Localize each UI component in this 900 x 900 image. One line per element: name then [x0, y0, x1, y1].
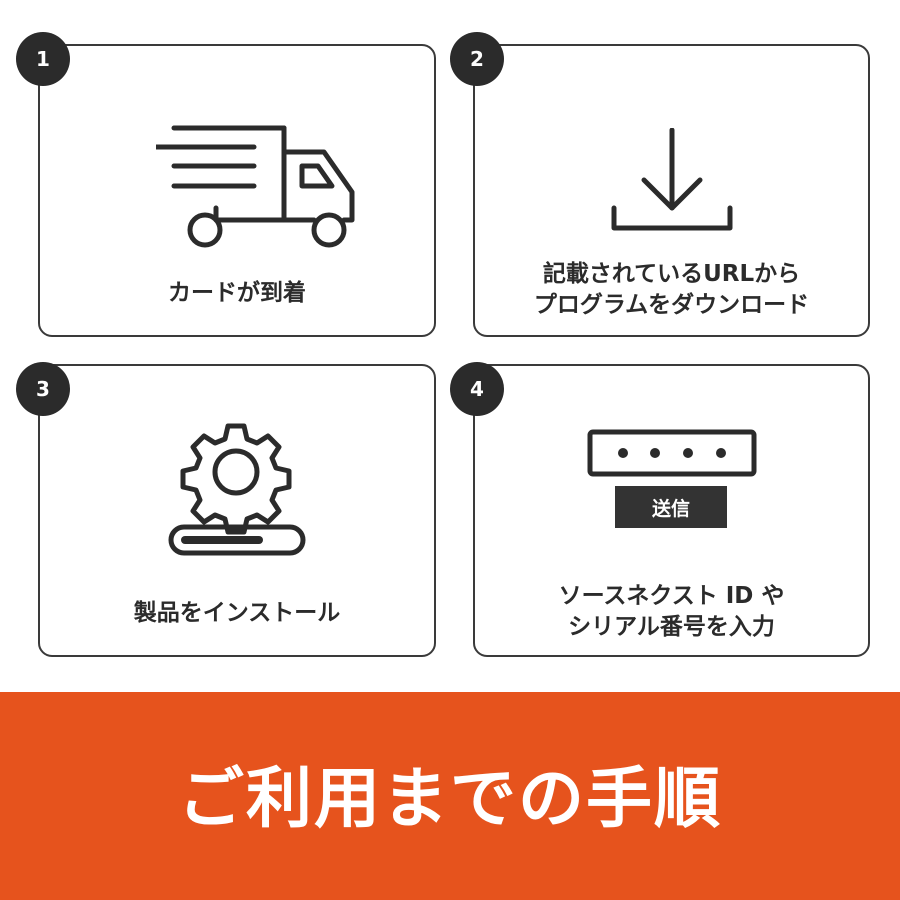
footer-title: ご利用までの手順	[178, 760, 722, 837]
step-card-3: 製品をインストール	[38, 364, 436, 657]
footer-banner: ご利用までの手順	[0, 692, 900, 900]
step-badge-3: 3	[16, 362, 70, 416]
step-badge-4: 4	[450, 362, 504, 416]
send-button: 送信	[615, 486, 727, 528]
delivery-truck-icon	[156, 125, 355, 248]
password-field-icon	[587, 429, 756, 477]
step-3-label-line-1: 製品をインストール	[133, 600, 341, 626]
step-2-label-line-1: 記載されているURLから	[542, 261, 801, 287]
download-icon	[611, 128, 732, 231]
step-card-2: 記載されているURLから プログラムをダウンロード	[473, 44, 870, 337]
gear-install-icon	[168, 423, 306, 556]
step-card-1: カードが到着	[38, 44, 436, 337]
step-badge-2: 2	[450, 32, 504, 86]
step-4-label-line-2: シリアル番号を入力	[568, 614, 775, 640]
step-2-label-line-2: プログラムをダウンロード	[533, 292, 810, 318]
step-4-label-line-1: ソースネクスト ID や	[558, 583, 785, 609]
step-1-label-line-1: カードが到着	[168, 280, 306, 306]
step-badge-1: 1	[16, 32, 70, 86]
